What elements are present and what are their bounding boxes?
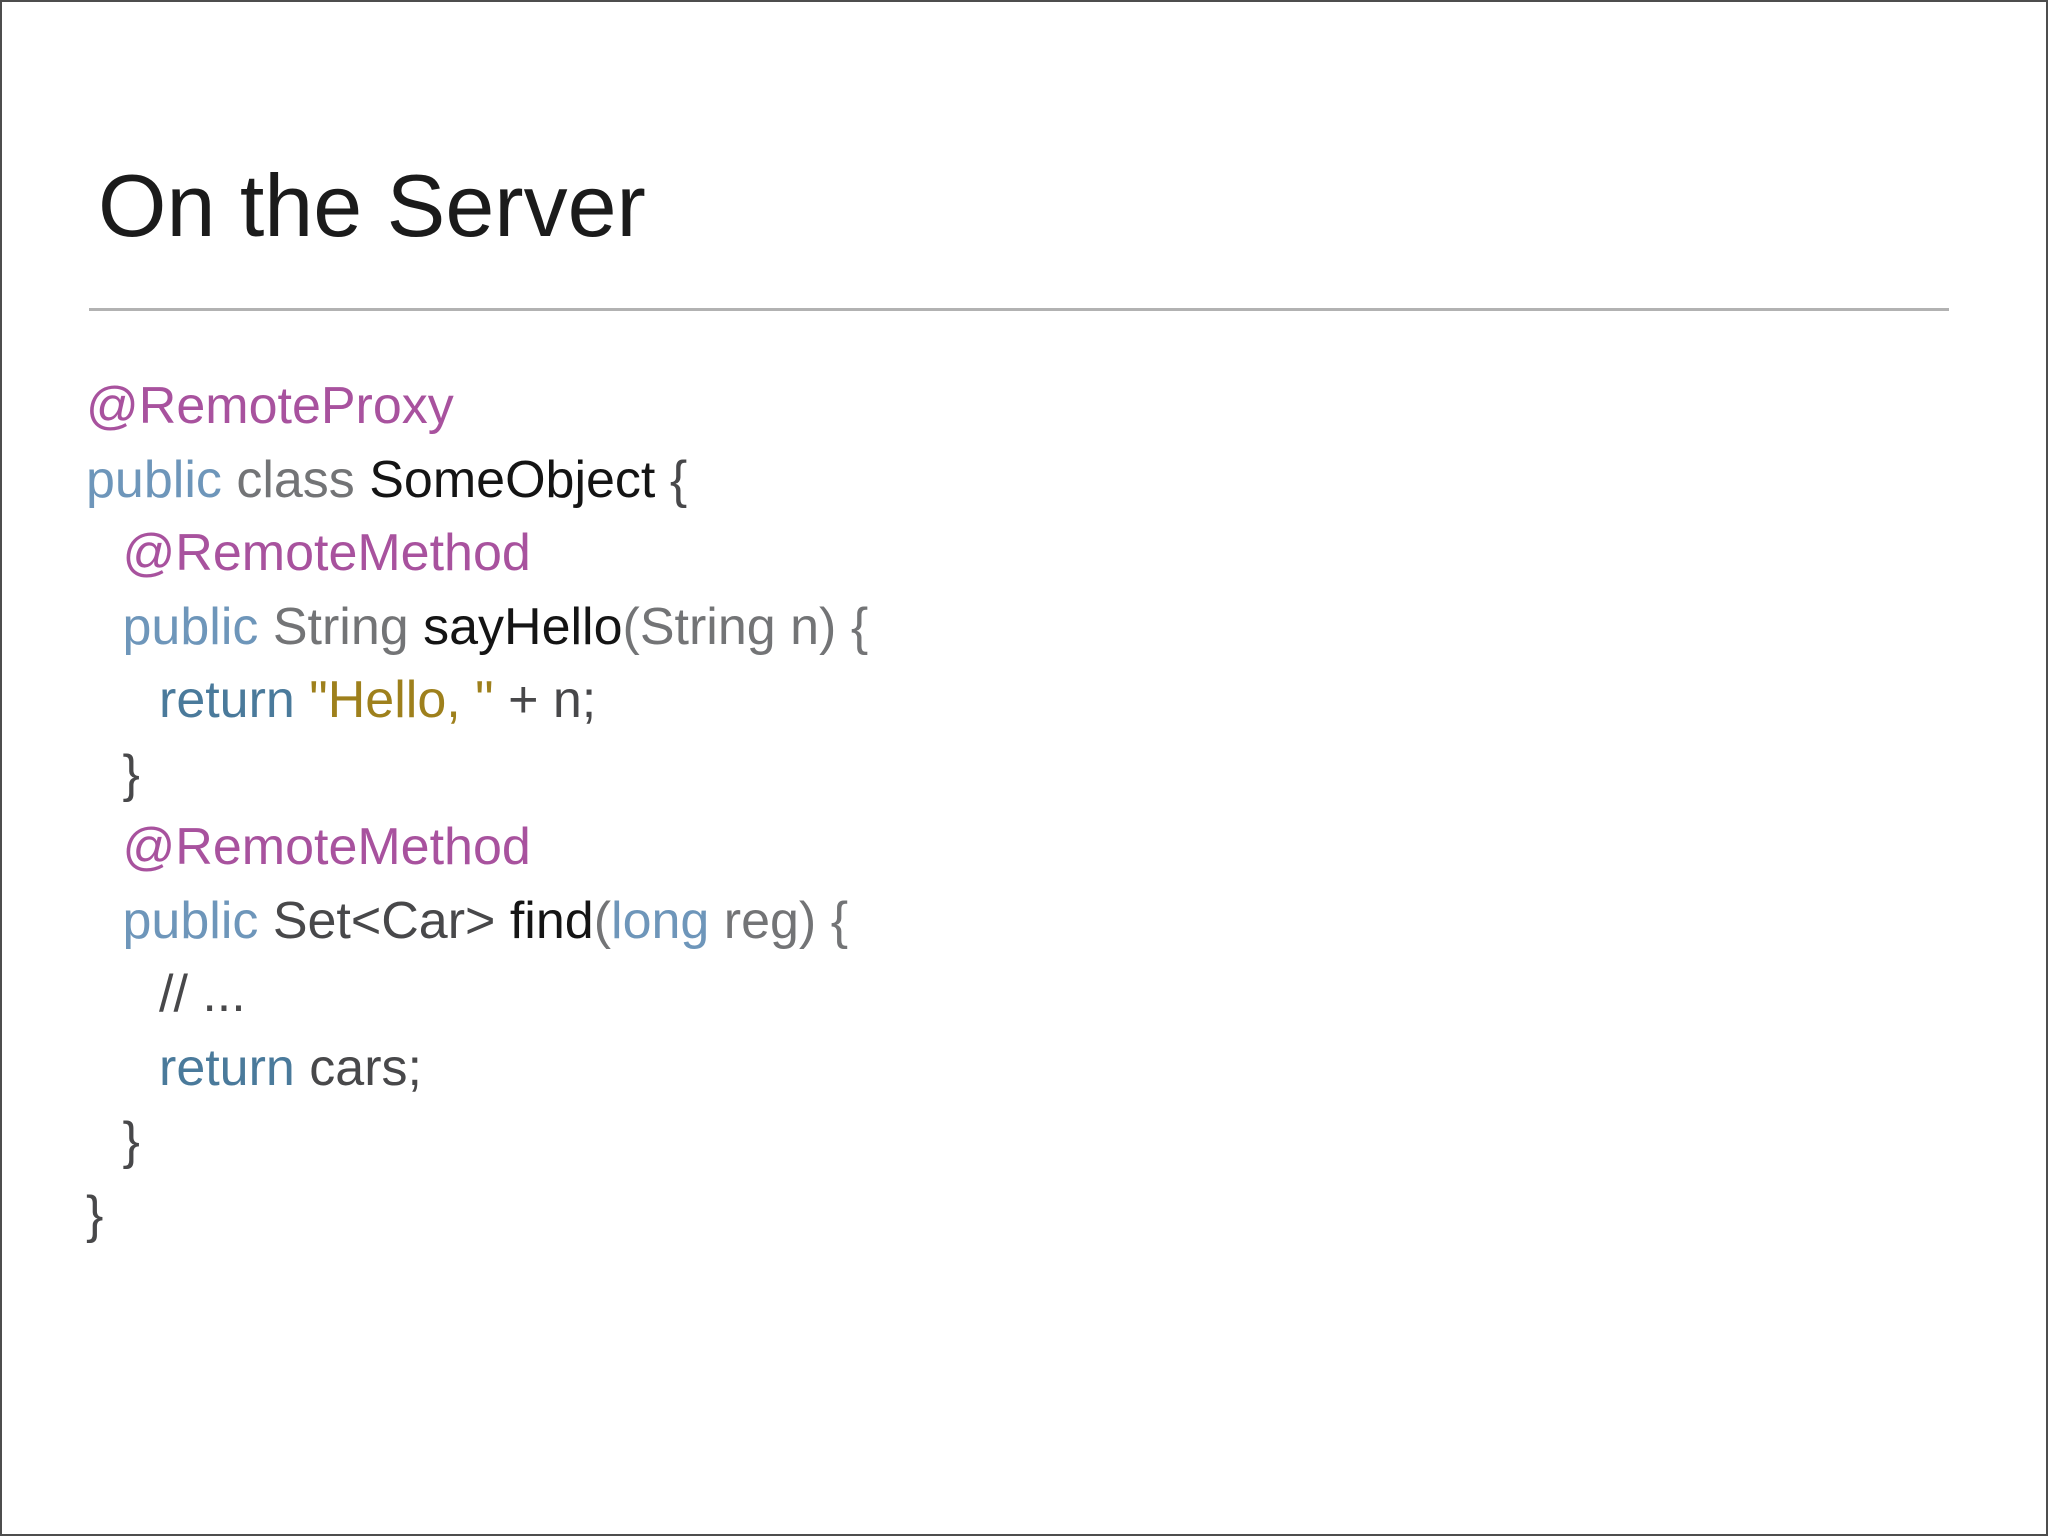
- code-token: sayHello: [423, 597, 623, 656]
- code-token: String: [272, 597, 424, 656]
- code-token: cars;: [309, 1038, 422, 1097]
- code-token: long: [611, 891, 710, 950]
- code-line: @RemoteProxy: [86, 370, 868, 444]
- code-token: @RemoteProxy: [86, 377, 454, 435]
- code-token: }: [122, 1112, 140, 1170]
- code-line: public String sayHello(String n) {: [86, 591, 869, 665]
- code-token: // ...: [159, 965, 246, 1023]
- code-line: return "Hello, " + n;: [86, 664, 868, 738]
- code-token: Set<Car>: [272, 891, 510, 950]
- code-token: public: [86, 450, 237, 509]
- code-line: }: [86, 1179, 868, 1253]
- code-line: }: [86, 1105, 868, 1179]
- title-divider: [89, 308, 1949, 311]
- code-block: @RemoteProxy public class SomeObject { @Re…: [86, 370, 868, 1252]
- code-token: @RemoteMethod: [122, 524, 531, 582]
- code-token: class: [236, 450, 370, 509]
- code-token: }: [122, 744, 140, 803]
- code-line: }: [86, 738, 868, 812]
- code-line: public class SomeObject {: [86, 444, 868, 518]
- code-token: (: [593, 891, 612, 950]
- code-line: @RemoteMethod: [86, 811, 868, 885]
- code-token: (String n) {: [622, 597, 869, 656]
- code-token: return: [159, 671, 310, 729]
- code-token: + n;: [508, 671, 597, 729]
- page-title: On the Server: [98, 156, 646, 255]
- code-line: // ...: [86, 958, 868, 1032]
- code-token: public: [122, 891, 273, 950]
- code-token: }: [86, 1185, 104, 1244]
- code-token: "Hello, ": [309, 671, 509, 729]
- code-token: SomeObject: [369, 450, 670, 509]
- code-line: public Set<Car> find(long reg) {: [86, 885, 868, 959]
- code-token: find: [509, 891, 594, 950]
- code-token: reg) {: [709, 891, 849, 950]
- code-token: public: [122, 597, 273, 656]
- code-line: @RemoteMethod: [86, 517, 868, 591]
- code-line: return cars;: [86, 1032, 868, 1106]
- code-token: {: [669, 450, 688, 509]
- code-token: @RemoteMethod: [122, 818, 531, 876]
- code-token: return: [159, 1038, 310, 1097]
